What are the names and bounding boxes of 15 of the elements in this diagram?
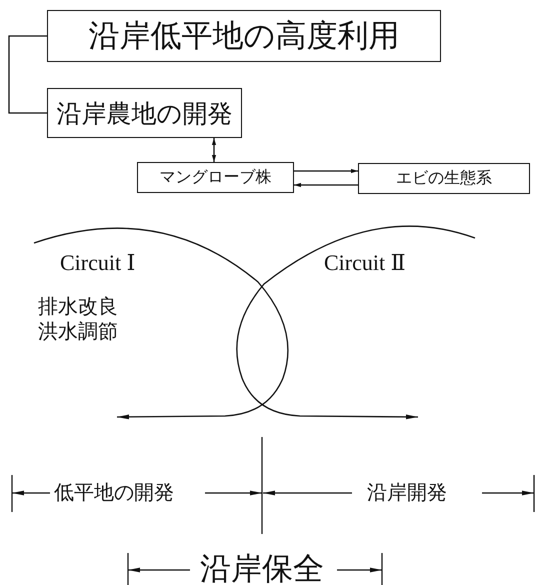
label-text: 低平地の開発: [52, 483, 176, 503]
label-text: 排水改良: [37, 297, 119, 317]
connector-line: [8, 35, 47, 114]
label-text: 洪水調節: [37, 322, 119, 342]
text-box: 沿岸農地の開発: [47, 88, 242, 138]
arrow: [294, 182, 358, 188]
label-text: 沿岸開発: [365, 483, 449, 503]
text-box: マングローブ株: [137, 162, 294, 193]
label-text: 沿岸保全: [198, 553, 326, 584]
text-box: エビの生態系: [358, 163, 530, 194]
label-text: Circuit Ⅰ: [59, 252, 136, 274]
label-text: Circuit Ⅱ: [323, 252, 407, 274]
arrow: [294, 168, 358, 174]
arrow: [212, 138, 216, 162]
text-box: 沿岸低平地の高度利用: [47, 10, 441, 62]
